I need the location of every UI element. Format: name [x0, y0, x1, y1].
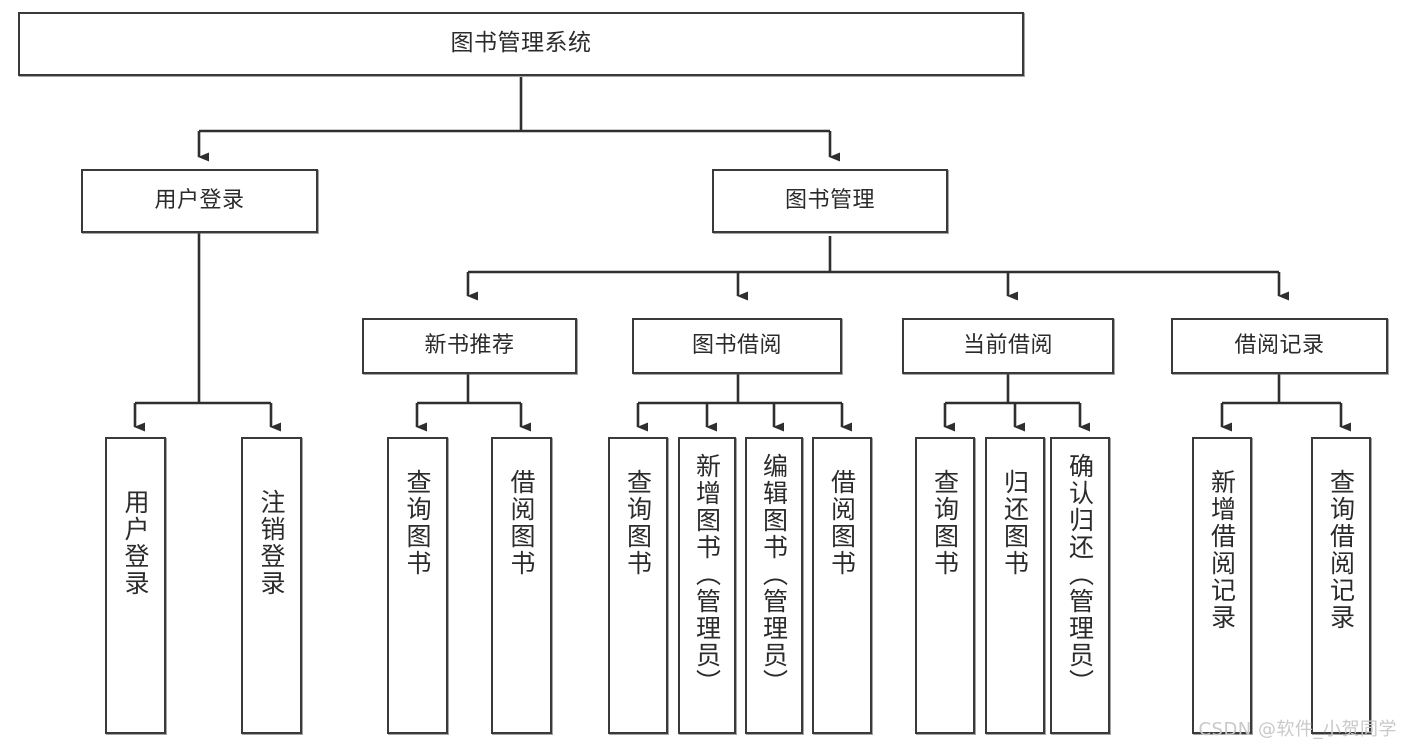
node-book-borrow[interactable]: 图书借阅 [632, 318, 842, 374]
leaf-borrow-book[interactable]: 借阅图书 [812, 437, 872, 734]
node-book-manage[interactable]: 图书管理 [712, 169, 948, 233]
leaf-return-book[interactable]: 归还图书 [985, 437, 1045, 734]
node-label: 新增借阅记录 [1207, 469, 1237, 631]
node-label: 借阅记录 [1234, 333, 1325, 359]
node-borrow-record[interactable]: 借阅记录 [1171, 318, 1388, 374]
node-root-system[interactable]: 图书管理系统 [18, 12, 1024, 76]
node-label: 注销登录 [257, 489, 286, 597]
node-label: 图书管理系统 [450, 30, 592, 57]
leaf-query-book-recommend[interactable]: 查询图书 [387, 437, 448, 734]
leaf-query-book-current[interactable]: 查询图书 [915, 437, 975, 734]
node-label: 新书推荐 [424, 333, 515, 359]
node-current-borrow[interactable]: 当前借阅 [902, 318, 1114, 374]
node-label: 查询图书 [930, 469, 960, 577]
leaf-query-book-borrow[interactable]: 查询图书 [608, 437, 668, 734]
node-label: 图书借阅 [691, 333, 782, 359]
leaf-confirm-return-admin[interactable]: 确认归还（管理员） [1050, 437, 1110, 734]
node-label: 借阅图书 [827, 469, 857, 577]
node-label: 用户登录 [154, 188, 245, 214]
node-label: 查询借阅记录 [1326, 469, 1356, 631]
node-label: 编辑图书（管理员） [759, 453, 789, 696]
leaf-query-borrow-record[interactable]: 查询借阅记录 [1311, 437, 1371, 734]
node-label: 查询图书 [623, 469, 653, 577]
node-label: 用户登录 [121, 489, 150, 597]
node-label: 当前借阅 [962, 333, 1053, 359]
leaf-user-login[interactable]: 用户登录 [105, 437, 166, 734]
leaf-borrow-book-recommend[interactable]: 借阅图书 [491, 437, 552, 734]
csdn-watermark: CSDN @软件_小贺同学 [1198, 719, 1397, 740]
leaf-add-book-admin[interactable]: 新增图书（管理员） [678, 437, 736, 734]
node-new-book-recommend[interactable]: 新书推荐 [362, 318, 577, 374]
node-label: 归还图书 [1000, 469, 1030, 577]
node-label: 确认归还（管理员） [1065, 453, 1095, 696]
leaf-add-borrow-record[interactable]: 新增借阅记录 [1192, 437, 1252, 734]
leaf-edit-book-admin[interactable]: 编辑图书（管理员） [745, 437, 803, 734]
node-user-login[interactable]: 用户登录 [81, 169, 318, 233]
node-label: 查询图书 [403, 469, 432, 577]
node-label: 新增图书（管理员） [692, 453, 722, 696]
leaf-logout-login[interactable]: 注销登录 [241, 437, 302, 734]
node-label: 借阅图书 [507, 469, 536, 577]
node-label: 图书管理 [784, 188, 875, 214]
